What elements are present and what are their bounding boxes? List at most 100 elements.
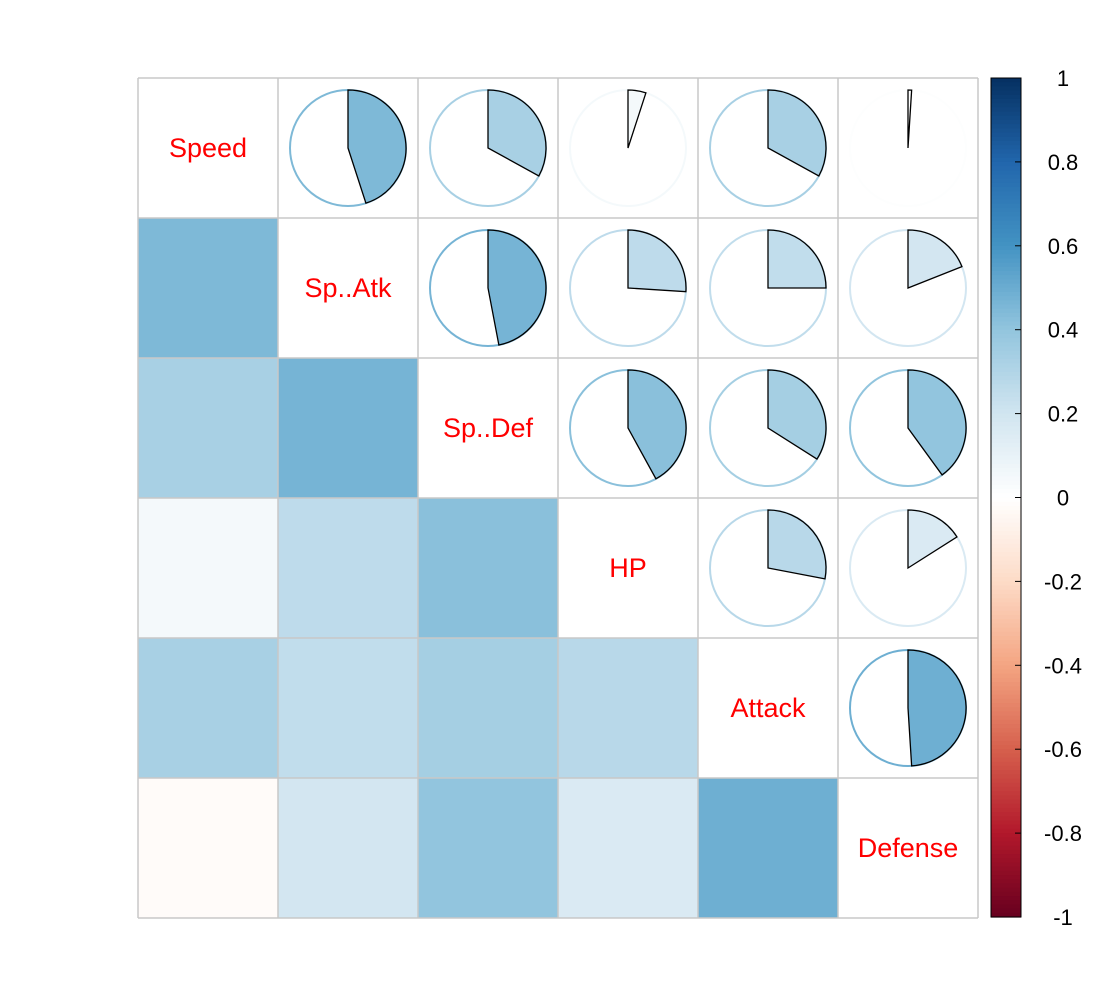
legend-color-step [991,682,1021,687]
legend-color-step [991,333,1021,339]
correlation-pie-slice [767,369,827,460]
legend-color-step [991,631,1021,637]
legend-color-step [991,476,1021,482]
legend-color-step [991,505,1021,511]
legend-color-step [991,883,1021,889]
legend-color-step [991,216,1021,222]
legend-tick-label: 0.6 [1048,234,1079,259]
legend-color-step [991,262,1021,268]
legend-color-step [991,786,1021,792]
legend-color-step [991,904,1021,910]
correlation-color-cell [278,638,418,778]
legend-color-step [991,497,1021,503]
legend-color-step [991,841,1021,847]
correlation-color-cell [138,498,278,638]
legend-tick-label: -0.2 [1044,569,1082,594]
legend-color-step [991,132,1021,138]
legend-color-step [991,170,1021,176]
legend-color-step [991,740,1021,746]
correlation-color-cell [138,638,278,778]
legend-color-step [991,610,1021,616]
legend-color-step [991,359,1021,364]
legend-color-step [991,489,1021,494]
legend-color-step [991,614,1021,620]
legend-color-step [991,690,1021,696]
legend-color-step [991,719,1021,725]
legend-color-step [991,862,1021,868]
legend-color-step [991,237,1021,243]
legend-color-step [991,111,1021,117]
legend-color-step [991,514,1021,520]
legend-color-step [991,417,1021,423]
legend-color-step [991,778,1021,784]
legend-color-step [991,438,1021,444]
legend-color-step [991,518,1021,524]
legend-color-step [991,619,1021,624]
correlation-pie-slice [907,509,958,570]
legend-color-step [991,434,1021,440]
legend-color-step [991,224,1021,230]
legend-color-step [991,78,1021,83]
legend-color-step [991,82,1021,87]
legend-color-step [991,912,1021,918]
legend-color-step [991,98,1021,104]
legend-color-step [991,119,1021,125]
correlation-color-cell [138,218,278,358]
legend-tick-label: -0.8 [1044,821,1082,846]
legend-color-step [991,174,1021,180]
legend-color-step [991,694,1021,700]
variable-label: Sp..Atk [304,273,392,303]
legend-color-step [991,510,1021,515]
legend-color-step [991,703,1021,708]
legend-color-step [991,791,1021,796]
legend-color-step [991,879,1021,885]
legend-color-step [991,652,1021,658]
legend-color-step [991,753,1021,759]
legend-color-step [991,564,1021,570]
correlation-color-cell [418,778,558,918]
correlation-color-cell [138,358,278,498]
legend-color-step [991,640,1021,645]
legend-color-step [991,589,1021,595]
legend-color-step [991,149,1021,155]
legend-color-step [991,585,1021,591]
legend-color-step [991,686,1021,692]
legend-color-step [991,140,1021,146]
legend-color-step [991,463,1021,469]
legend-color-step [991,136,1021,142]
legend-color-step [991,145,1021,150]
legend-color-step [991,451,1021,457]
legend-color-step [991,556,1021,562]
legend-color-step [991,308,1021,314]
legend-color-step [991,870,1021,876]
legend-color-step [991,698,1021,704]
legend-color-step [991,757,1021,763]
legend-color-step [991,795,1021,801]
legend-color-step [991,539,1021,545]
legend-color-step [991,195,1021,201]
legend-color-step [991,833,1021,838]
legend-color-step [991,161,1021,167]
correlation-color-cell [418,638,558,778]
correlation-pie-slice [767,229,827,289]
legend-color-step [991,254,1021,259]
legend-color-step [991,107,1021,113]
legend-color-step [991,350,1021,356]
legend-color-step [991,426,1021,431]
legend-color-step [991,522,1021,528]
legend-color-step [991,824,1021,830]
legend-color-step [991,552,1021,557]
legend-color-step [991,103,1021,108]
legend-color-step [991,845,1021,851]
legend-color-step [991,661,1021,666]
legend-color-step [991,866,1021,872]
legend-color-step [991,602,1021,608]
legend-color-step [991,803,1021,809]
legend-color-step [991,325,1021,331]
legend-color-step [991,229,1021,234]
legend-color-step [991,296,1021,301]
legend-color-step [991,606,1021,612]
legend-color-step [991,472,1021,478]
legend-color-step [991,94,1021,100]
